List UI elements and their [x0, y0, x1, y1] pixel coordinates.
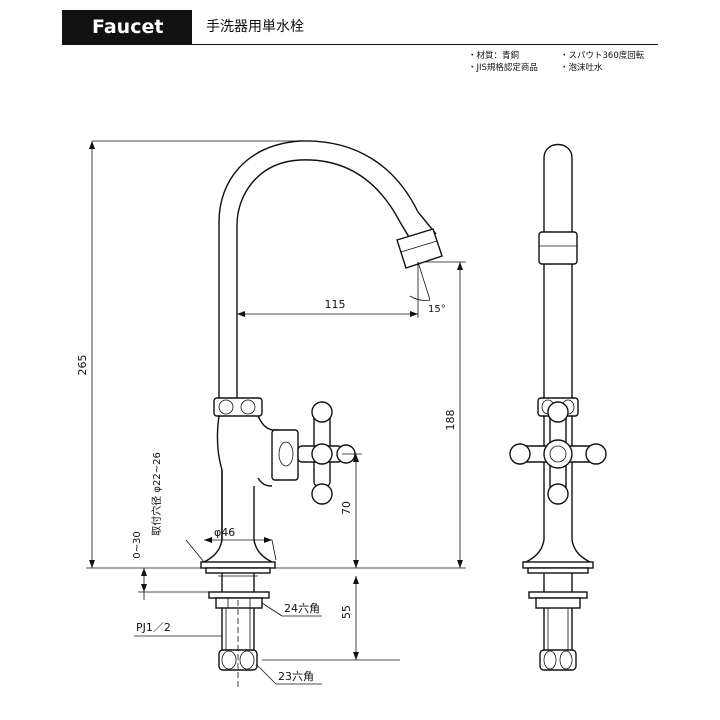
angle-line — [417, 261, 431, 301]
handle-stem — [271, 429, 299, 481]
side-nut-facet — [543, 650, 557, 670]
upper-collar — [213, 397, 263, 417]
collar-bolt — [218, 399, 234, 415]
label-70: 70 — [340, 501, 353, 515]
label-15deg: 15° — [428, 304, 446, 315]
stem-cap — [278, 441, 294, 467]
nut-facet — [221, 650, 237, 670]
spout-outer — [218, 140, 437, 398]
base-washer — [205, 567, 271, 574]
arrow — [353, 560, 359, 568]
ext-line — [271, 539, 277, 561]
side-knob-top — [547, 401, 569, 423]
handle-knob-bottom — [311, 483, 333, 505]
arrow — [457, 262, 463, 270]
arrow — [410, 311, 418, 317]
side-upper-nut — [535, 597, 581, 609]
collar-bolt — [240, 399, 256, 415]
label-23hex: 23六角 — [278, 670, 314, 683]
spec-spout-rotation: ・スパウト360度回転 — [560, 51, 645, 61]
spec-material: ・材質：青銅 — [468, 51, 520, 61]
side-knob-left — [509, 443, 531, 465]
arrow — [457, 560, 463, 568]
arrow — [353, 652, 359, 660]
side-handle-hub — [543, 439, 573, 469]
upper-hex-nut — [215, 597, 263, 609]
side-knob-bottom — [547, 483, 569, 505]
spec-row: ・JIS規格認定商品 ・泡沫吐水 — [468, 62, 644, 74]
upper-washer — [208, 591, 270, 599]
product-title: 手洗器用単水栓 — [206, 19, 304, 35]
arrow — [141, 568, 147, 576]
label-265: 265 — [76, 355, 89, 376]
label-115: 115 — [325, 298, 346, 311]
nut-facet — [239, 650, 255, 670]
dimension-lines — [86, 140, 466, 685]
spout-inner — [236, 159, 413, 398]
label-phi46: φ46 — [214, 526, 235, 539]
arrow — [204, 537, 212, 543]
arrow — [89, 560, 95, 568]
side-knob-right — [585, 443, 607, 465]
side-base-flare — [525, 539, 591, 563]
arrow — [353, 454, 359, 462]
label-24hex: 24六角 — [284, 602, 320, 615]
spec-aerator: ・泡沫吐水 — [560, 63, 603, 73]
side-nut-facet — [559, 650, 573, 670]
aerator — [396, 228, 443, 269]
label-mount-hole: 取付穴径 φ22~26 — [150, 452, 163, 536]
leader-24 — [261, 602, 283, 617]
handle-knob-top — [311, 401, 333, 423]
handle-hub — [311, 443, 333, 465]
front-view — [200, 140, 443, 690]
side-lower-nut — [539, 649, 577, 671]
arrow — [264, 537, 272, 543]
label-55: 55 — [340, 605, 353, 619]
label-counter-range: 0~30 — [132, 531, 143, 558]
arrow — [141, 584, 147, 592]
side-spout — [543, 143, 573, 398]
label-188: 188 — [444, 410, 457, 431]
side-base-plate — [522, 561, 594, 569]
arrow — [89, 141, 95, 149]
side-base-washer — [527, 567, 589, 574]
base-flare — [203, 539, 273, 563]
side-upper-washer — [528, 591, 588, 599]
dimension-labels: 265 115 15° 188 70 φ46 0~30 取付穴径 φ22~26 … — [76, 298, 457, 683]
header-rule — [62, 44, 658, 45]
angle-arc — [409, 295, 431, 301]
side-aerator — [538, 231, 578, 265]
leader — [185, 539, 205, 563]
category-tab: Faucet — [62, 10, 192, 44]
spec-notes: ・材質：青銅 ・スパウト360度回転 ・JIS規格認定商品 ・泡沫吐水 — [468, 50, 644, 74]
arrow — [353, 576, 359, 584]
side-view — [509, 143, 607, 671]
spec-jis: ・JIS規格認定商品 — [468, 63, 538, 73]
side-handle-cap — [549, 445, 567, 463]
arrow — [237, 311, 245, 317]
leader-23 — [255, 663, 277, 685]
aerator-ring — [400, 240, 438, 253]
spec-row: ・材質：青銅 ・スパウト360度回転 — [468, 50, 644, 62]
label-pj: PJ1／2 — [136, 621, 171, 634]
valve-body — [216, 415, 278, 540]
base-plate — [200, 561, 276, 569]
